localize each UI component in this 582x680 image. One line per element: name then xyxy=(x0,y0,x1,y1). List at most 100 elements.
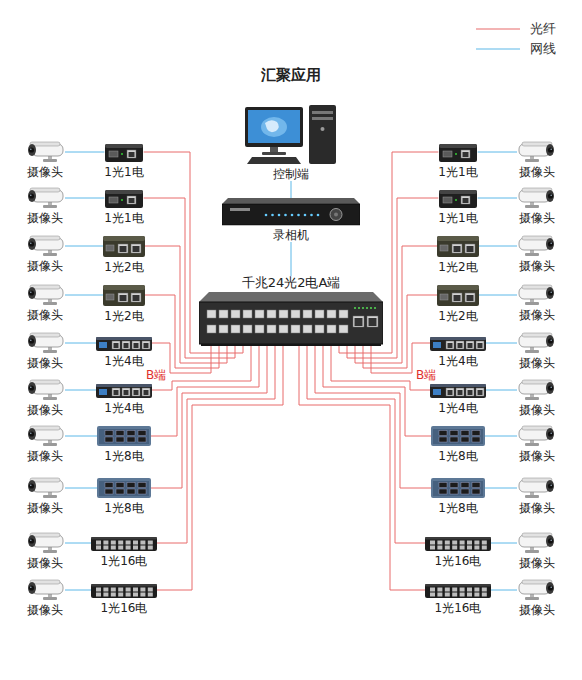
lan-port xyxy=(126,588,131,592)
node-label: 1光16电 xyxy=(101,554,148,568)
rj45-port xyxy=(456,388,464,396)
cam-icon xyxy=(25,187,65,209)
lan-port xyxy=(450,489,458,494)
lan-port xyxy=(118,546,123,550)
converter-group xyxy=(431,478,485,498)
rj45-socket xyxy=(120,295,127,301)
dev-icon xyxy=(431,425,485,447)
panel-led xyxy=(265,214,268,217)
legend-sample xyxy=(476,24,520,34)
node-label: 1光1电 xyxy=(104,211,143,225)
converter-top xyxy=(96,337,152,340)
lan-port xyxy=(439,489,447,494)
dev-icon xyxy=(439,141,477,163)
rj45-port xyxy=(118,244,128,253)
lan-port xyxy=(133,588,138,592)
switch-top xyxy=(91,584,157,587)
switch-body xyxy=(97,478,151,498)
camera-node: 摄像头 xyxy=(517,477,557,515)
lan-port xyxy=(148,588,153,592)
node-label: 1光8电 xyxy=(438,449,477,463)
camera-node: 摄像头 xyxy=(517,532,557,570)
camera-front xyxy=(546,582,554,594)
node-label: 摄像头 xyxy=(519,501,555,515)
power-button xyxy=(321,127,325,131)
lan-port xyxy=(96,593,101,597)
cam-icon xyxy=(517,425,557,447)
rj45-port xyxy=(466,341,474,349)
panel-led xyxy=(271,214,274,217)
fiber-port xyxy=(109,197,118,203)
media-converter: 1光1电 xyxy=(438,187,477,225)
camera-base xyxy=(525,495,539,498)
converter-group xyxy=(425,537,491,551)
rj45-socket xyxy=(134,390,139,395)
lens-glint xyxy=(30,339,32,341)
camera-base xyxy=(525,205,539,208)
camera-front xyxy=(546,287,554,299)
lan-port xyxy=(467,588,472,592)
node-label: 录相机 xyxy=(273,228,309,242)
converter-body xyxy=(430,384,486,398)
lan-port xyxy=(430,593,435,597)
camera-node: 摄像头 xyxy=(25,425,65,463)
camera-lens xyxy=(29,193,34,198)
cable-link xyxy=(291,242,292,276)
legend: 光纤网线 xyxy=(476,19,556,59)
converter-body xyxy=(439,144,477,162)
camera-base xyxy=(525,350,539,353)
rj45-socket xyxy=(478,343,483,348)
rj45-socket xyxy=(369,318,377,326)
converter-top xyxy=(96,384,152,387)
lan-port xyxy=(127,489,135,494)
pc-icon xyxy=(243,105,339,165)
dev-icon xyxy=(91,534,157,552)
rj45-socket xyxy=(478,390,483,395)
lan-port xyxy=(452,593,457,597)
cam-icon xyxy=(25,284,65,306)
rj45-socket xyxy=(129,198,135,203)
fiber-port xyxy=(99,389,107,395)
camera-body-group xyxy=(28,580,63,600)
brand-plate xyxy=(230,208,250,211)
converter-group xyxy=(97,478,151,498)
rj45-socket xyxy=(114,390,119,395)
camera-base xyxy=(525,443,539,446)
camera-front xyxy=(546,535,554,547)
camera-body-group xyxy=(519,533,554,553)
sfp-port xyxy=(267,325,276,333)
converter-group xyxy=(425,584,491,598)
lan-port xyxy=(126,546,131,550)
media-converter: 1光4电 xyxy=(430,381,486,415)
camera-body-group xyxy=(28,142,63,162)
lens-glint xyxy=(30,539,32,541)
lens-glint xyxy=(550,539,552,541)
lan-port xyxy=(482,541,487,545)
node-label: 1光1电 xyxy=(438,165,477,179)
node-label: 1光16电 xyxy=(435,554,482,568)
cam-icon xyxy=(517,579,557,601)
camera-front xyxy=(546,428,554,440)
lan-port xyxy=(133,546,138,550)
camera-front xyxy=(28,428,36,440)
media-converter: 1光1电 xyxy=(438,141,477,179)
converter-group xyxy=(97,426,151,446)
lens-glint xyxy=(550,339,552,341)
fiber-link xyxy=(157,346,275,543)
fiber-link xyxy=(151,346,259,436)
lan-port xyxy=(437,593,442,597)
node-label: 1光2电 xyxy=(438,309,477,323)
camera-lens xyxy=(29,241,34,246)
fiber-link xyxy=(152,346,251,390)
lan-port xyxy=(138,483,146,488)
node-label: 摄像头 xyxy=(27,449,63,463)
node-label: 1光2电 xyxy=(104,260,143,274)
fiber-port xyxy=(433,389,441,395)
node-label: 1光8电 xyxy=(438,501,477,515)
rj45-port xyxy=(465,293,475,302)
lan-port xyxy=(437,588,442,592)
camera-front xyxy=(546,238,554,250)
switch-group xyxy=(199,292,383,346)
rj45-socket xyxy=(144,343,149,348)
converter-group xyxy=(91,584,157,598)
